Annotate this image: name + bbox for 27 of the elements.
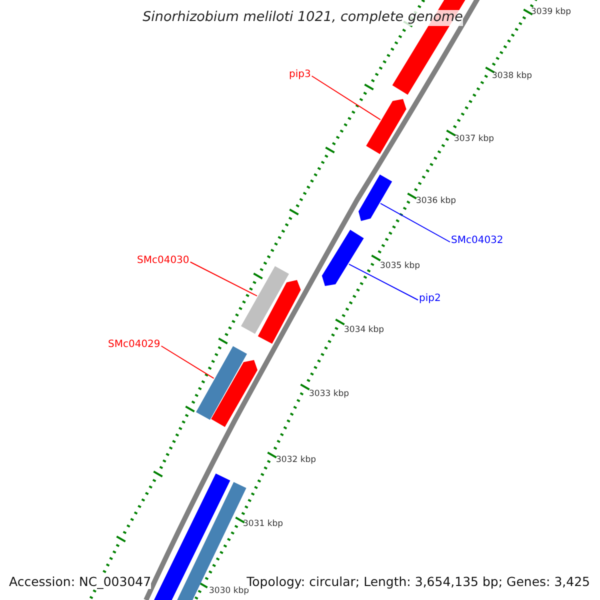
gene-label: pip2 [419, 294, 441, 304]
gene-feature [211, 360, 258, 427]
gene-feature [322, 230, 364, 286]
scale-label: 3036 kbp [416, 197, 456, 206]
leader-line [348, 264, 418, 300]
scale-label: 3031 kbp [243, 520, 284, 528]
accession-text: Accession: NC_003047 [9, 576, 152, 588]
scale-label: 3030 kbp [209, 587, 250, 596]
map-title: Sinorhizobium meliloti 1021, complete genome [142, 10, 463, 26]
gene-label: pip3 [289, 70, 311, 80]
scale-label: 3039 kbp [531, 8, 572, 16]
gene-feature [366, 99, 406, 154]
gene-feature [152, 474, 230, 600]
scale-label: 3033 kbp [309, 390, 350, 398]
gene-feature [358, 174, 392, 221]
scale-label: 3037 kbp [454, 135, 494, 144]
gene-feature [258, 280, 301, 344]
leader-line [380, 202, 450, 242]
gene-label: SMc04030 [137, 256, 190, 266]
gene-feature [196, 346, 247, 420]
gene-label: SMc04032 [451, 236, 504, 246]
gene-feature [241, 266, 289, 334]
scale-label: 3032 kbp [276, 456, 316, 464]
leader-line [311, 76, 381, 120]
scale-label: 3034 kbp [344, 326, 384, 334]
gene-label: SMc04029 [108, 340, 160, 350]
leader-line [190, 262, 258, 296]
